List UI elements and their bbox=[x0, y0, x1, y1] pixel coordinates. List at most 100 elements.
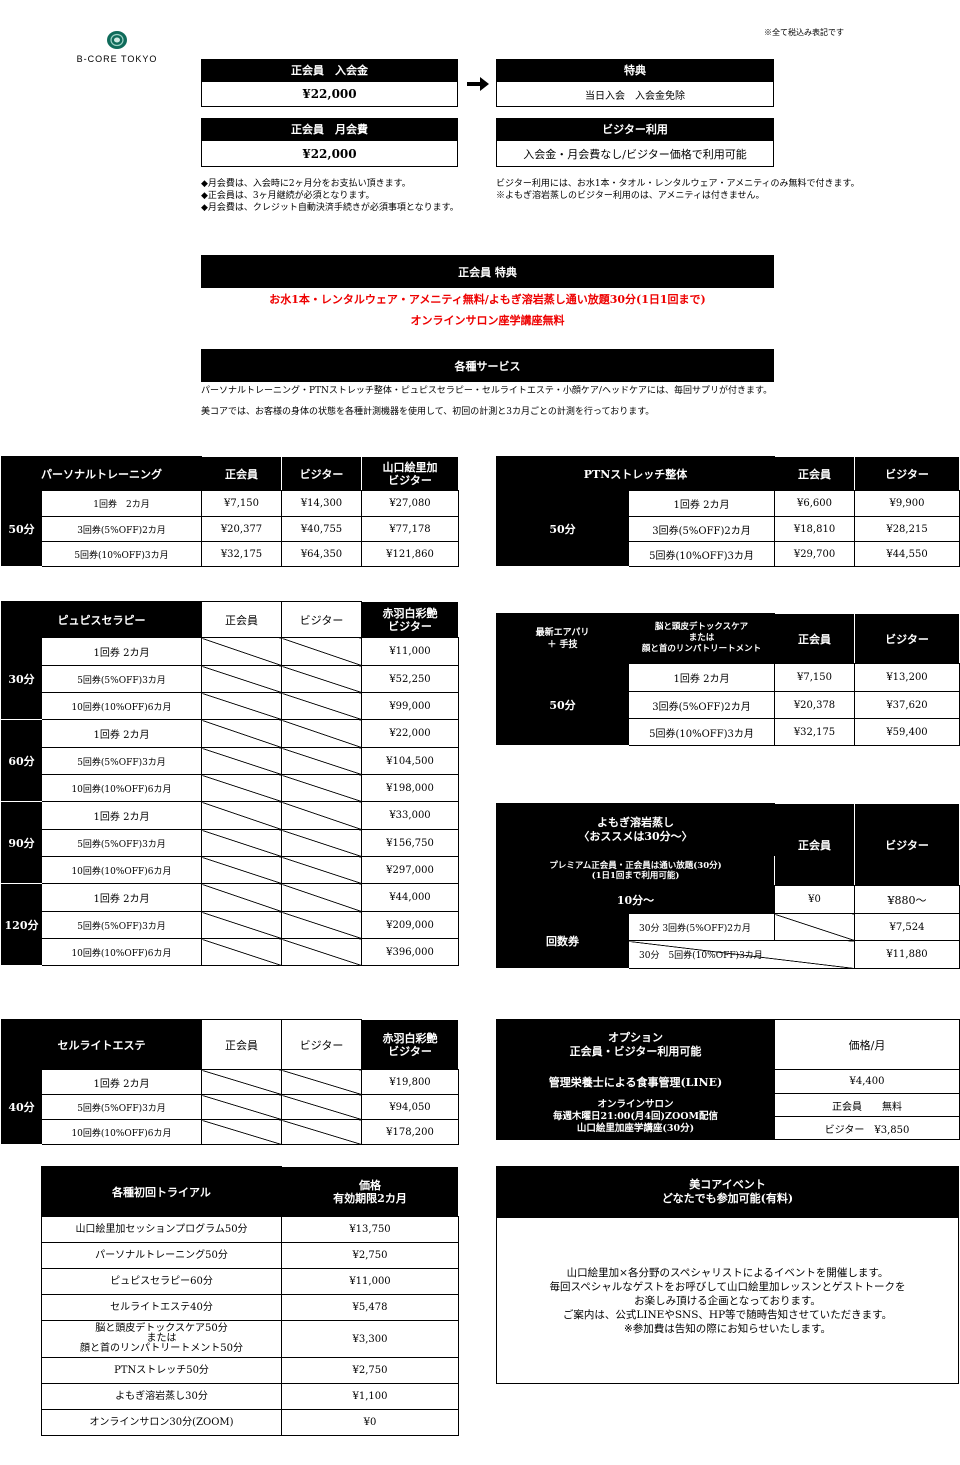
monthly-fee-value: ¥22,000 bbox=[201, 140, 458, 167]
pupis-title: ピュピスセラピー bbox=[1, 601, 202, 638]
notes-right: ビジター利用には、お水1本・タオル・レンタルウェア・アメニティのみ無料で付きます… bbox=[496, 178, 916, 202]
ptn-title: PTNストレッチ整体 bbox=[495, 456, 776, 491]
brand-logo[interactable]: B-CORE TOKYO bbox=[58, 30, 176, 64]
price-member: ¥0 bbox=[774, 885, 855, 914]
price-special: ¥27,080 bbox=[361, 490, 459, 517]
not-available-cell bbox=[281, 747, 362, 775]
ticket-label: 3回券(5%OFF)2カ月 bbox=[628, 691, 775, 719]
duration-cell: 40分 bbox=[1, 1069, 42, 1145]
price-visitor: ¥44,550 bbox=[854, 541, 960, 567]
trial-label: オンラインサロン30分(ZOOM) bbox=[41, 1409, 282, 1436]
note-line: ※よもぎ溶岩蒸しのビジター利用のは、アメニティは付きません。 bbox=[496, 191, 765, 201]
duration-cell: 120分 bbox=[1, 883, 42, 966]
col-price: 価格 有効期限2カ月 bbox=[281, 1166, 459, 1217]
price-special: ¥198,000 bbox=[361, 774, 459, 802]
member-perks-line2: オンラインサロン座学講座無料 bbox=[410, 314, 565, 327]
not-available-cell bbox=[281, 637, 362, 666]
col-special: 赤羽白彩艶 ビジター bbox=[361, 1019, 459, 1070]
ticket-label: 3回券(5%OFF)2カ月 bbox=[627, 516, 776, 542]
not-available-cell bbox=[201, 1094, 282, 1120]
ticket-label: 5回券(10%OFF)3カ月 bbox=[627, 541, 776, 567]
price-special: ¥44,000 bbox=[361, 883, 459, 912]
monthly-fee-title: 正会員 月会費 bbox=[201, 118, 458, 140]
trial-price: ¥1,100 bbox=[281, 1383, 459, 1410]
duration-cell: 50分 bbox=[496, 490, 629, 567]
col-price: 価格/月 bbox=[774, 1019, 960, 1070]
ticket-label: 5回券(5%OFF)3カ月 bbox=[41, 665, 202, 693]
ticket-label: 5回券(5%OFF)3カ月 bbox=[41, 911, 202, 939]
price-special: ¥156,750 bbox=[361, 829, 459, 857]
not-available-cell bbox=[281, 856, 362, 884]
visitor-title: ビジター利用 bbox=[496, 118, 774, 140]
not-available-cell bbox=[201, 719, 282, 748]
price-special: ¥396,000 bbox=[361, 938, 459, 966]
not-available-cell bbox=[281, 883, 362, 912]
not-available-cell bbox=[281, 719, 362, 748]
price-member: ¥20,378 bbox=[774, 691, 855, 719]
duration-cell: 60分 bbox=[1, 719, 42, 802]
price-special: ¥19,800 bbox=[361, 1069, 459, 1095]
not-available-cell bbox=[281, 801, 362, 830]
note-line: ◆月会費は、入会時に2ヶ月分をお支払い頂きます。 bbox=[201, 179, 411, 189]
visitor-value: 入会金・月会費なし/ビジター価格で利用可能 bbox=[496, 140, 774, 167]
price-visitor: ¥14,300 bbox=[281, 490, 362, 517]
not-available-cell bbox=[281, 692, 362, 720]
price-special: ¥297,000 bbox=[361, 856, 459, 884]
price-special: ¥104,500 bbox=[361, 747, 459, 775]
ticket-label: 10回券(10%OFF)6カ月 bbox=[41, 938, 202, 966]
trial-price: ¥13,750 bbox=[281, 1216, 459, 1243]
member-perks-line1: お水1本・レンタルウェア・アメニティ無料/よもぎ溶岩蒸し通い放題30分(1日1回… bbox=[269, 293, 706, 306]
price-special: ¥209,000 bbox=[361, 911, 459, 939]
option-price-visitor: ビジター ¥3,850 bbox=[774, 1116, 960, 1140]
note-line: ビジター利用には、お水1本・タオル・レンタルウェア・アメニティのみ無料で付きます… bbox=[496, 179, 860, 189]
member-perks-title: 正会員 特典 bbox=[201, 255, 774, 288]
not-available-cell bbox=[201, 1119, 282, 1145]
not-available-cell bbox=[201, 1069, 282, 1095]
trial-price: ¥3,300 bbox=[281, 1320, 459, 1358]
ticket-label: 1回券 2カ月 bbox=[41, 719, 202, 748]
ticket-label: 1回券 2カ月 bbox=[41, 637, 202, 666]
trial-price: ¥5,478 bbox=[281, 1294, 459, 1321]
duration-cell: 50分 bbox=[496, 663, 629, 746]
col-visitor: ビジター bbox=[854, 613, 960, 664]
note-line: ◆月会費は、クレジット自動決済手続きが必須事項となります。 bbox=[201, 203, 459, 213]
option-price: ¥4,400 bbox=[774, 1069, 960, 1094]
ticket-label: 5回券(5%OFF)3カ月 bbox=[41, 747, 202, 775]
col-visitor: ビジター bbox=[854, 456, 960, 491]
ticket-label: 1回券 2カ月 bbox=[41, 1069, 202, 1095]
price-special: ¥121,860 bbox=[361, 541, 459, 567]
ticket-label: 1回券 2カ月 bbox=[41, 490, 202, 517]
not-available-cell bbox=[201, 692, 282, 720]
arrow-right-icon bbox=[467, 77, 489, 94]
col-visitor: ビジター bbox=[281, 1019, 362, 1070]
col-member: 正会員 bbox=[774, 456, 856, 491]
price-special: ¥178,200 bbox=[361, 1119, 459, 1145]
price-visitor: ¥64,350 bbox=[281, 541, 362, 567]
ticket-label: 5回券(10%OFF)3カ月 bbox=[628, 718, 775, 746]
col-visitor: ビジター bbox=[854, 803, 960, 886]
services-line1: パーソナルトレーニング・PTNストレッチ整体・ピュピスセラピー・セルライトエステ… bbox=[201, 386, 773, 396]
not-available-cell bbox=[201, 911, 282, 939]
entry-fee-title: 正会員 入会金 bbox=[201, 59, 458, 81]
col-member: 正会員 bbox=[201, 601, 282, 638]
col-member: 正会員 bbox=[201, 1019, 282, 1070]
trial-price: ¥11,000 bbox=[281, 1268, 459, 1295]
ticket-label: 30分 3回券(5%OFF)2カ月 bbox=[628, 913, 775, 941]
yomogi-title: よもぎ溶岩蒸し 〈おススメは30分〜〉 bbox=[496, 803, 775, 856]
price-member: ¥29,700 bbox=[774, 541, 856, 567]
trial-label: パーソナルトレーニング50分 bbox=[41, 1242, 282, 1269]
not-available-cell bbox=[201, 883, 282, 912]
not-available-cell bbox=[281, 938, 362, 966]
col-special: 赤羽白彩艶 ビジター bbox=[361, 601, 459, 638]
trial-table: 各種初回トライアル 価格 有効期限2カ月 山口絵里加セッションプログラム50分¥… bbox=[41, 1166, 459, 1436]
perk-title: 特典 bbox=[496, 59, 774, 81]
price-visitor: ¥59,400 bbox=[854, 718, 960, 746]
price-visitor: ¥40,755 bbox=[281, 516, 362, 542]
price-member: ¥6,600 bbox=[774, 490, 856, 517]
not-available-cell bbox=[201, 665, 282, 693]
ticket-label: 1回券 2カ月 bbox=[41, 801, 202, 830]
option-price-member: 正会員 無料 bbox=[774, 1093, 960, 1117]
price-special: ¥94,050 bbox=[361, 1094, 459, 1120]
ticket-label: 10回券(10%OFF)6カ月 bbox=[41, 1119, 202, 1145]
option-label: 管理栄養士による食事管理(LINE) bbox=[496, 1069, 775, 1094]
